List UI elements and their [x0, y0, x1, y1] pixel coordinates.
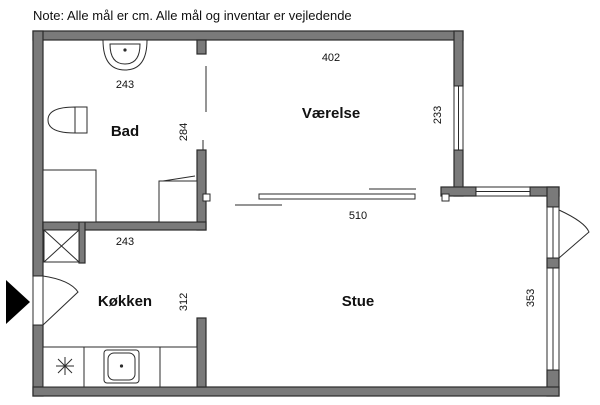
- wall-shower-right: [78, 221, 86, 264]
- stue-door-right: [558, 209, 590, 259]
- bath-washer: [158, 175, 198, 223]
- dim-koekken-width: 243: [116, 236, 134, 248]
- interior-walls: [42, 39, 450, 388]
- wall-koekken-stue: [196, 317, 207, 388]
- kitchen-sink-icon: [103, 349, 140, 384]
- wall-stub-left: [202, 193, 211, 202]
- window-step: [475, 186, 531, 197]
- wall-stub-right: [441, 193, 450, 202]
- bath-cabinet: [42, 169, 97, 223]
- wall-top: [32, 30, 464, 41]
- shower-icon: [43, 229, 80, 263]
- room-label-stue: Stue: [342, 293, 375, 310]
- stove-icon: [56, 357, 74, 375]
- wall-left-lower: [32, 324, 44, 397]
- wall-stue-right-a: [546, 186, 560, 208]
- sliding-door-panel: [258, 193, 416, 200]
- room-label-vaerelse: Værelse: [302, 105, 360, 122]
- entrance-arrow-icon: [6, 280, 30, 324]
- dim-vaerelse-width: 402: [322, 52, 340, 64]
- dim-bad-width: 243: [116, 79, 134, 91]
- wall-stue-right-b: [546, 257, 560, 269]
- wall-left-upper: [32, 30, 44, 277]
- wall-bad-vaerelse-top: [196, 39, 207, 55]
- outer-walls: [32, 30, 560, 397]
- dim-vaerelse-height: 233: [432, 106, 444, 124]
- wall-vaerelse-right-a: [453, 30, 464, 87]
- dim-stue-height: 353: [525, 289, 537, 307]
- room-label-bad: Bad: [111, 123, 139, 140]
- wall-bad-vaerelse-lower: [196, 149, 207, 231]
- dim-stue-width: 510: [349, 210, 367, 222]
- dim-bad-height: 284: [178, 123, 190, 141]
- dim-koekken-height: 312: [178, 293, 190, 311]
- room-label-koekken: Køkken: [98, 293, 152, 310]
- plan-note: Note: Alle mål er cm. Alle mål og invent…: [33, 8, 352, 23]
- wall-bottom: [32, 386, 560, 397]
- window-stue-upper: [546, 206, 560, 259]
- toilet-icon: [47, 106, 88, 134]
- sink-icon: [102, 39, 148, 71]
- doors: [32, 66, 590, 326]
- window-stue-lower: [546, 267, 560, 371]
- window-vaerelse: [453, 85, 464, 151]
- windows: [453, 85, 560, 371]
- wall-shower-top: [42, 221, 84, 231]
- entrance-door: [32, 275, 79, 326]
